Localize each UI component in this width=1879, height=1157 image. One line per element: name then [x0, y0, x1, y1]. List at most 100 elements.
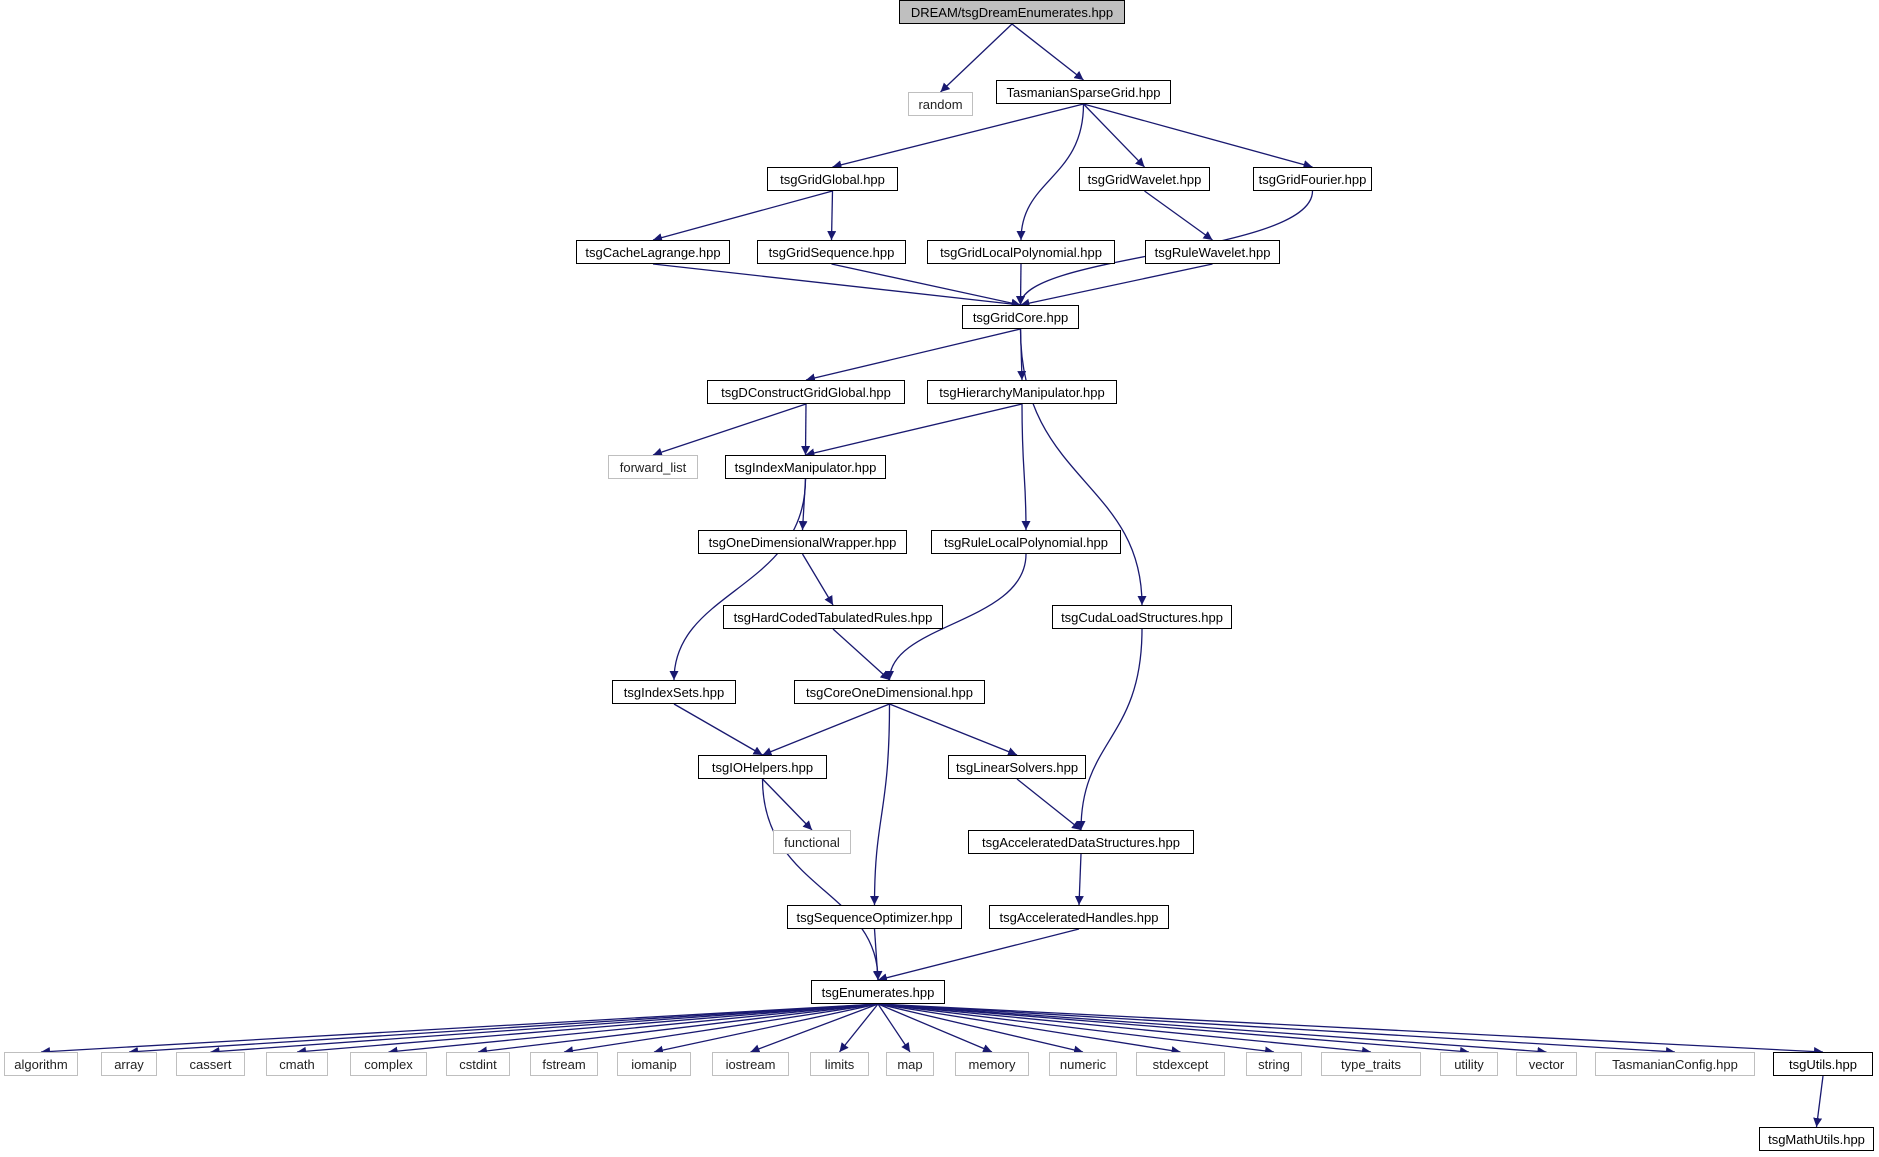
- edge-core1d-to-linsolvers: [889, 703, 1018, 756]
- node-accelds[interactable]: tsgAcceleratedDataStructures.hpp: [968, 830, 1194, 854]
- node-global[interactable]: tsgGridGlobal.hpp: [767, 167, 898, 191]
- edge-iohelpers-to-enumerates: [761, 778, 883, 981]
- node-forwardlist: forward_list: [608, 455, 698, 479]
- node-map: map: [886, 1052, 934, 1076]
- edge-enumerates-to-utils: [877, 1003, 1824, 1057]
- node-functional: functional: [773, 830, 851, 854]
- node-indexsets[interactable]: tsgIndexSets.hpp: [612, 680, 736, 704]
- edge-global-to-cachelag: [652, 190, 833, 242]
- node-indexmanip[interactable]: tsgIndexManipulator.hpp: [725, 455, 886, 479]
- node-hierarchy[interactable]: tsgHierarchyManipulator.hpp: [927, 380, 1117, 404]
- node-onedimwrap[interactable]: tsgOneDimensionalWrapper.hpp: [698, 530, 907, 554]
- edge-enumerates-to-stdexcept: [877, 1003, 1181, 1056]
- edge-iohelpers-to-functional: [762, 778, 813, 831]
- edge-rulewavelet-to-core: [1020, 263, 1213, 308]
- node-string: string: [1246, 1052, 1302, 1076]
- edge-dconstruct-to-forwardlist: [652, 403, 807, 457]
- edge-enumerates-to-vector: [877, 1003, 1547, 1056]
- edge-tsg-to-localpoly: [1016, 103, 1085, 241]
- edge-hardcoded-to-core1d: [832, 628, 890, 681]
- node-core[interactable]: tsgGridCore.hpp: [962, 305, 1079, 329]
- node-numeric: numeric: [1049, 1052, 1117, 1076]
- edge-enumerates-to-tasconfig: [877, 1003, 1676, 1056]
- edge-enumerates-to-algorithm: [40, 1003, 879, 1056]
- edge-seqopt-to-enumerates: [872, 928, 882, 981]
- edge-root-to-random: [940, 23, 1013, 93]
- edge-core-to-dconstruct: [805, 328, 1021, 383]
- node-cmath: cmath: [266, 1052, 328, 1076]
- edge-cudaload-to-accelds: [1076, 628, 1143, 831]
- node-cstdint: cstdint: [446, 1052, 510, 1076]
- node-iohelpers[interactable]: tsgIOHelpers.hpp: [698, 755, 827, 779]
- node-algorithm: algorithm: [4, 1052, 78, 1076]
- node-linsolvers[interactable]: tsgLinearSolvers.hpp: [948, 755, 1086, 779]
- edge-core1d-to-seqopt: [870, 703, 891, 906]
- edge-accelds-to-accelhandles: [1074, 853, 1084, 906]
- edge-enumerates-to-numeric: [877, 1003, 1084, 1055]
- node-cassert: cassert: [176, 1052, 245, 1076]
- node-cachelag[interactable]: tsgCacheLagrange.hpp: [576, 240, 730, 264]
- edge-enumerates-to-typetraits: [877, 1003, 1372, 1056]
- node-utils[interactable]: tsgUtils.hpp: [1773, 1052, 1873, 1076]
- node-utility: utility: [1440, 1052, 1498, 1076]
- edge-enumerates-to-map: [877, 1003, 911, 1053]
- edge-localpoly-to-core: [1016, 263, 1026, 306]
- edge-accelhandles-to-enumerates: [877, 928, 1080, 983]
- edge-enumerates-to-string: [877, 1003, 1275, 1056]
- edge-utils-to-mathutils: [1813, 1075, 1824, 1128]
- edge-indexmanip-to-onedimwrap: [798, 478, 808, 531]
- edge-enumerates-to-array: [128, 1003, 879, 1056]
- node-fstream: fstream: [530, 1052, 598, 1076]
- node-array: array: [101, 1052, 157, 1076]
- edge-global-to-sequence: [827, 190, 837, 241]
- node-rulelocalpoly[interactable]: tsgRuleLocalPolynomial.hpp: [931, 530, 1121, 554]
- edge-tsg-to-fourier: [1083, 103, 1313, 169]
- node-stdexcept: stdexcept: [1136, 1052, 1225, 1076]
- edge-enumerates-to-iomanip: [653, 1003, 879, 1055]
- node-seqopt[interactable]: tsgSequenceOptimizer.hpp: [787, 905, 962, 929]
- edge-core-to-cudaload: [1019, 328, 1147, 606]
- edge-enumerates-to-memory: [877, 1003, 993, 1053]
- edge-enumerates-to-iostream: [750, 1003, 879, 1054]
- edge-dconstruct-to-indexmanip: [801, 403, 811, 456]
- node-iostream: iostream: [712, 1052, 789, 1076]
- node-hardcoded[interactable]: tsgHardCodedTabulatedRules.hpp: [723, 605, 943, 629]
- node-sequence[interactable]: tsgGridSequence.hpp: [757, 240, 906, 264]
- edge-enumerates-to-complex: [388, 1003, 879, 1056]
- node-limits: limits: [810, 1052, 869, 1076]
- node-tsg[interactable]: TasmanianSparseGrid.hpp: [996, 80, 1171, 104]
- edge-hierarchy-to-rulelocalpoly: [1021, 403, 1031, 531]
- node-tasconfig: TasmanianConfig.hpp: [1595, 1052, 1755, 1076]
- edge-cachelag-to-core: [652, 263, 1021, 309]
- node-random: random: [908, 92, 973, 116]
- node-complex: complex: [350, 1052, 427, 1076]
- edge-enumerates-to-utility: [877, 1003, 1470, 1056]
- edge-indexmanip-to-indexsets: [669, 478, 807, 681]
- node-fourier[interactable]: tsgGridFourier.hpp: [1253, 167, 1372, 191]
- node-wavelet[interactable]: tsgGridWavelet.hpp: [1079, 167, 1210, 191]
- node-mathutils[interactable]: tsgMathUtils.hpp: [1759, 1127, 1874, 1151]
- edge-enumerates-to-cmath: [296, 1003, 879, 1056]
- edge-tsg-to-global: [832, 103, 1084, 170]
- edge-enumerates-to-cstdint: [477, 1003, 879, 1056]
- node-core1d[interactable]: tsgCoreOneDimensional.hpp: [794, 680, 985, 704]
- edge-enumerates-to-fstream: [563, 1003, 879, 1056]
- edge-tsg-to-wavelet: [1083, 103, 1145, 168]
- node-rulewavelet[interactable]: tsgRuleWavelet.hpp: [1145, 240, 1280, 264]
- edge-enumerates-to-limits: [838, 1003, 879, 1053]
- edge-rulelocalpoly-to-core1d: [885, 553, 1027, 681]
- node-localpoly[interactable]: tsgGridLocalPolynomial.hpp: [927, 240, 1115, 264]
- edge-enumerates-to-cassert: [210, 1003, 879, 1056]
- edge-root-to-tsg: [1011, 23, 1084, 81]
- node-accelhandles[interactable]: tsgAcceleratedHandles.hpp: [989, 905, 1169, 929]
- node-iomanip: iomanip: [617, 1052, 691, 1076]
- edge-linsolvers-to-accelds: [1016, 778, 1082, 831]
- node-root[interactable]: DREAM/tsgDreamEnumerates.hpp: [899, 0, 1125, 24]
- node-enumerates[interactable]: tsgEnumerates.hpp: [811, 980, 945, 1004]
- node-cudaload[interactable]: tsgCudaLoadStructures.hpp: [1052, 605, 1232, 629]
- edge-hierarchy-to-indexmanip: [805, 403, 1023, 458]
- edge-sequence-to-core: [831, 263, 1021, 308]
- edge-core1d-to-iohelpers: [762, 703, 890, 756]
- node-dconstruct[interactable]: tsgDConstructGridGlobal.hpp: [707, 380, 905, 404]
